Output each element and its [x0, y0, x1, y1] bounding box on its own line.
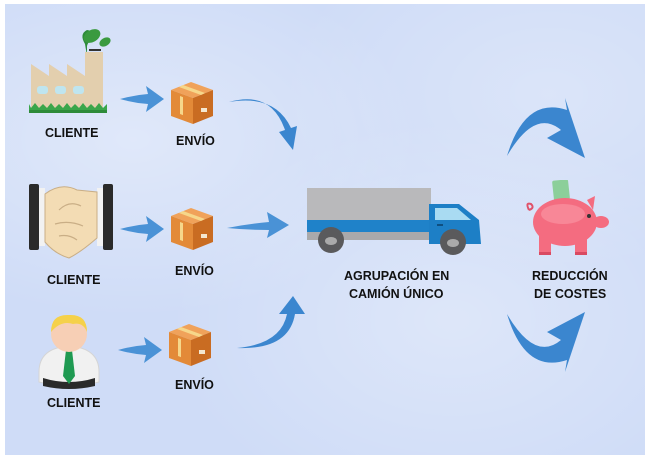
client-label-1: CLIENTE	[45, 126, 99, 140]
diagram-canvas: CLIENTE CLIENTE CLIENTE	[5, 4, 645, 455]
curved-arrow-up-icon	[505, 304, 587, 376]
handshake-icon	[25, 180, 117, 260]
curved-arrow-up-icon	[235, 294, 305, 350]
result-label-line1: REDUCCIÓN	[532, 269, 608, 283]
curved-arrow-down-icon	[505, 96, 587, 168]
package-box-icon	[167, 320, 213, 368]
businessman-icon	[33, 312, 105, 392]
shipment-label-3: ENVÍO	[175, 378, 214, 392]
consolidation-label-line2: CAMIÓN ÚNICO	[349, 287, 444, 301]
arrow-right-icon	[118, 84, 166, 114]
result-label-line2: DE COSTES	[534, 287, 607, 301]
arrow-right-icon	[116, 335, 164, 365]
client-label-3: CLIENTE	[47, 396, 101, 410]
consolidation-label-line1: AGRUPACIÓN EN	[344, 269, 450, 283]
client-label-2: CLIENTE	[47, 273, 101, 287]
shipment-label-2: ENVÍO	[175, 264, 214, 278]
factory-icon	[27, 26, 117, 116]
package-box-icon	[169, 204, 215, 252]
arrow-right-icon	[225, 210, 291, 242]
piggy-bank-icon	[521, 180, 613, 260]
truck-icon	[303, 186, 485, 256]
package-box-icon	[169, 78, 215, 126]
shipment-label-1: ENVÍO	[176, 134, 215, 148]
arrow-right-icon	[118, 214, 166, 244]
curved-arrow-down-icon	[227, 94, 302, 154]
